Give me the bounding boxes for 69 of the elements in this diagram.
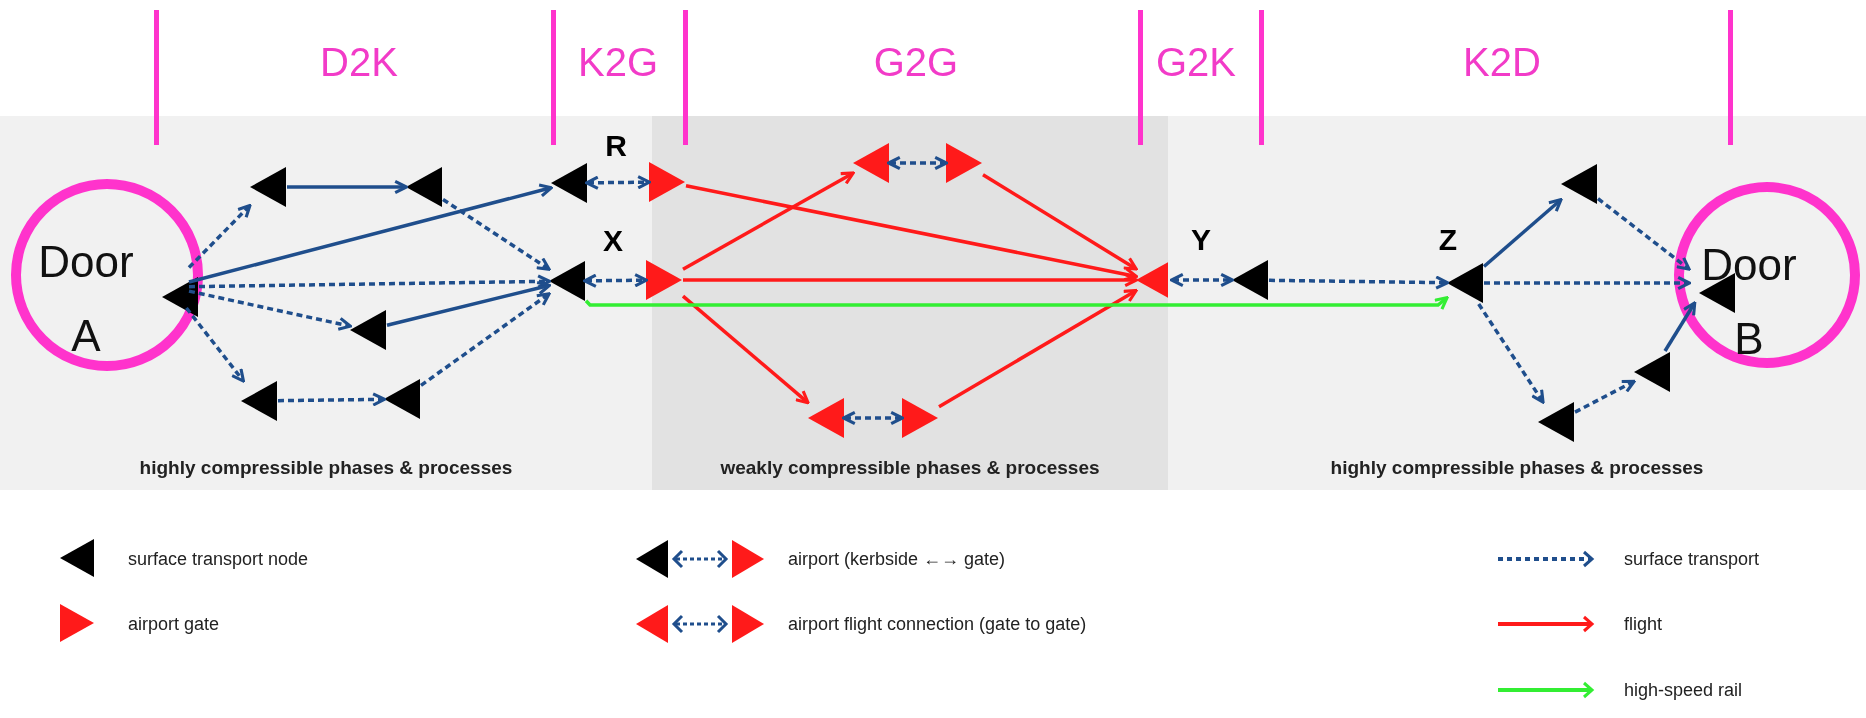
- arrow: [681, 294, 810, 405]
- arrow: [887, 155, 948, 171]
- triangle-node: [241, 381, 277, 421]
- legend-text: airport (kerbside ←→ gate): [788, 548, 1006, 570]
- triangle-node: [250, 167, 286, 207]
- arrow: [1663, 301, 1697, 352]
- node-label: Z: [1438, 223, 1458, 257]
- arrow: [287, 179, 408, 195]
- arrow: [842, 410, 904, 426]
- triangle-node: [853, 143, 889, 183]
- arrow: [1482, 198, 1563, 268]
- triangle-node: [1561, 164, 1597, 204]
- arrow: [1477, 303, 1545, 404]
- phase-label: K2D: [1463, 39, 1541, 86]
- node-label: X: [603, 224, 623, 258]
- arrow: [188, 183, 553, 284]
- arrow: [1596, 197, 1691, 271]
- band-caption: highly compressible phases & processes: [138, 455, 514, 480]
- triangle-node: [1634, 352, 1670, 392]
- phase-band: [0, 116, 652, 490]
- arrow: [682, 171, 855, 271]
- band-caption: weakly compressible phases & processes: [719, 455, 1101, 480]
- arrow: [188, 274, 551, 289]
- triangle-node: [646, 260, 682, 300]
- arrow: [938, 288, 1138, 409]
- door-label: Door A: [37, 236, 135, 362]
- triangle-node: [649, 162, 685, 202]
- triangle-node: [902, 398, 938, 438]
- triangle-node: [1447, 263, 1483, 303]
- band-caption: highly compressible phases & processes: [1329, 455, 1705, 480]
- phase-band: [1168, 116, 1866, 490]
- legend-text: flight: [1624, 613, 1663, 635]
- arrow: [585, 175, 651, 190]
- triangle-node: [551, 163, 587, 203]
- arrow: [442, 198, 551, 271]
- arrow: [1268, 275, 1449, 290]
- triangle-node: [946, 143, 982, 183]
- arrow: [583, 273, 648, 288]
- arrow: [1170, 272, 1234, 288]
- arrow: [1484, 275, 1691, 291]
- legend-text: surface transport: [1624, 548, 1760, 570]
- arrow: [1574, 379, 1636, 414]
- phase-label: G2K: [1156, 39, 1236, 86]
- phase-label: G2G: [873, 39, 959, 86]
- legend-text: high-speed rail: [1624, 679, 1743, 701]
- door-label: Door B: [1700, 239, 1798, 365]
- triangle-node: [384, 379, 420, 419]
- arrow: [585, 296, 1449, 311]
- triangle-node: [1232, 260, 1268, 300]
- triangle-node: [808, 398, 844, 438]
- arrow: [185, 306, 245, 383]
- triangle-node: [406, 167, 442, 207]
- legend-text: airport flight connection (gate to gate): [788, 613, 1087, 635]
- arrow: [277, 392, 386, 407]
- node-label: R: [605, 129, 627, 163]
- phase-label: K2G: [578, 39, 658, 86]
- triangle-node: [1538, 402, 1574, 442]
- arrow: [188, 289, 352, 331]
- arrow: [982, 173, 1138, 271]
- triangle-node: [162, 277, 198, 317]
- arrow: [386, 281, 551, 327]
- triangle-node: [549, 261, 585, 301]
- legend-text: airport gate: [128, 613, 220, 635]
- triangle-node: [350, 310, 386, 350]
- phase-label: D2K: [320, 39, 398, 86]
- legend-text: surface transport node: [128, 548, 309, 570]
- arrow: [187, 203, 252, 269]
- arrow: [420, 292, 551, 387]
- node-label: Y: [1191, 223, 1211, 257]
